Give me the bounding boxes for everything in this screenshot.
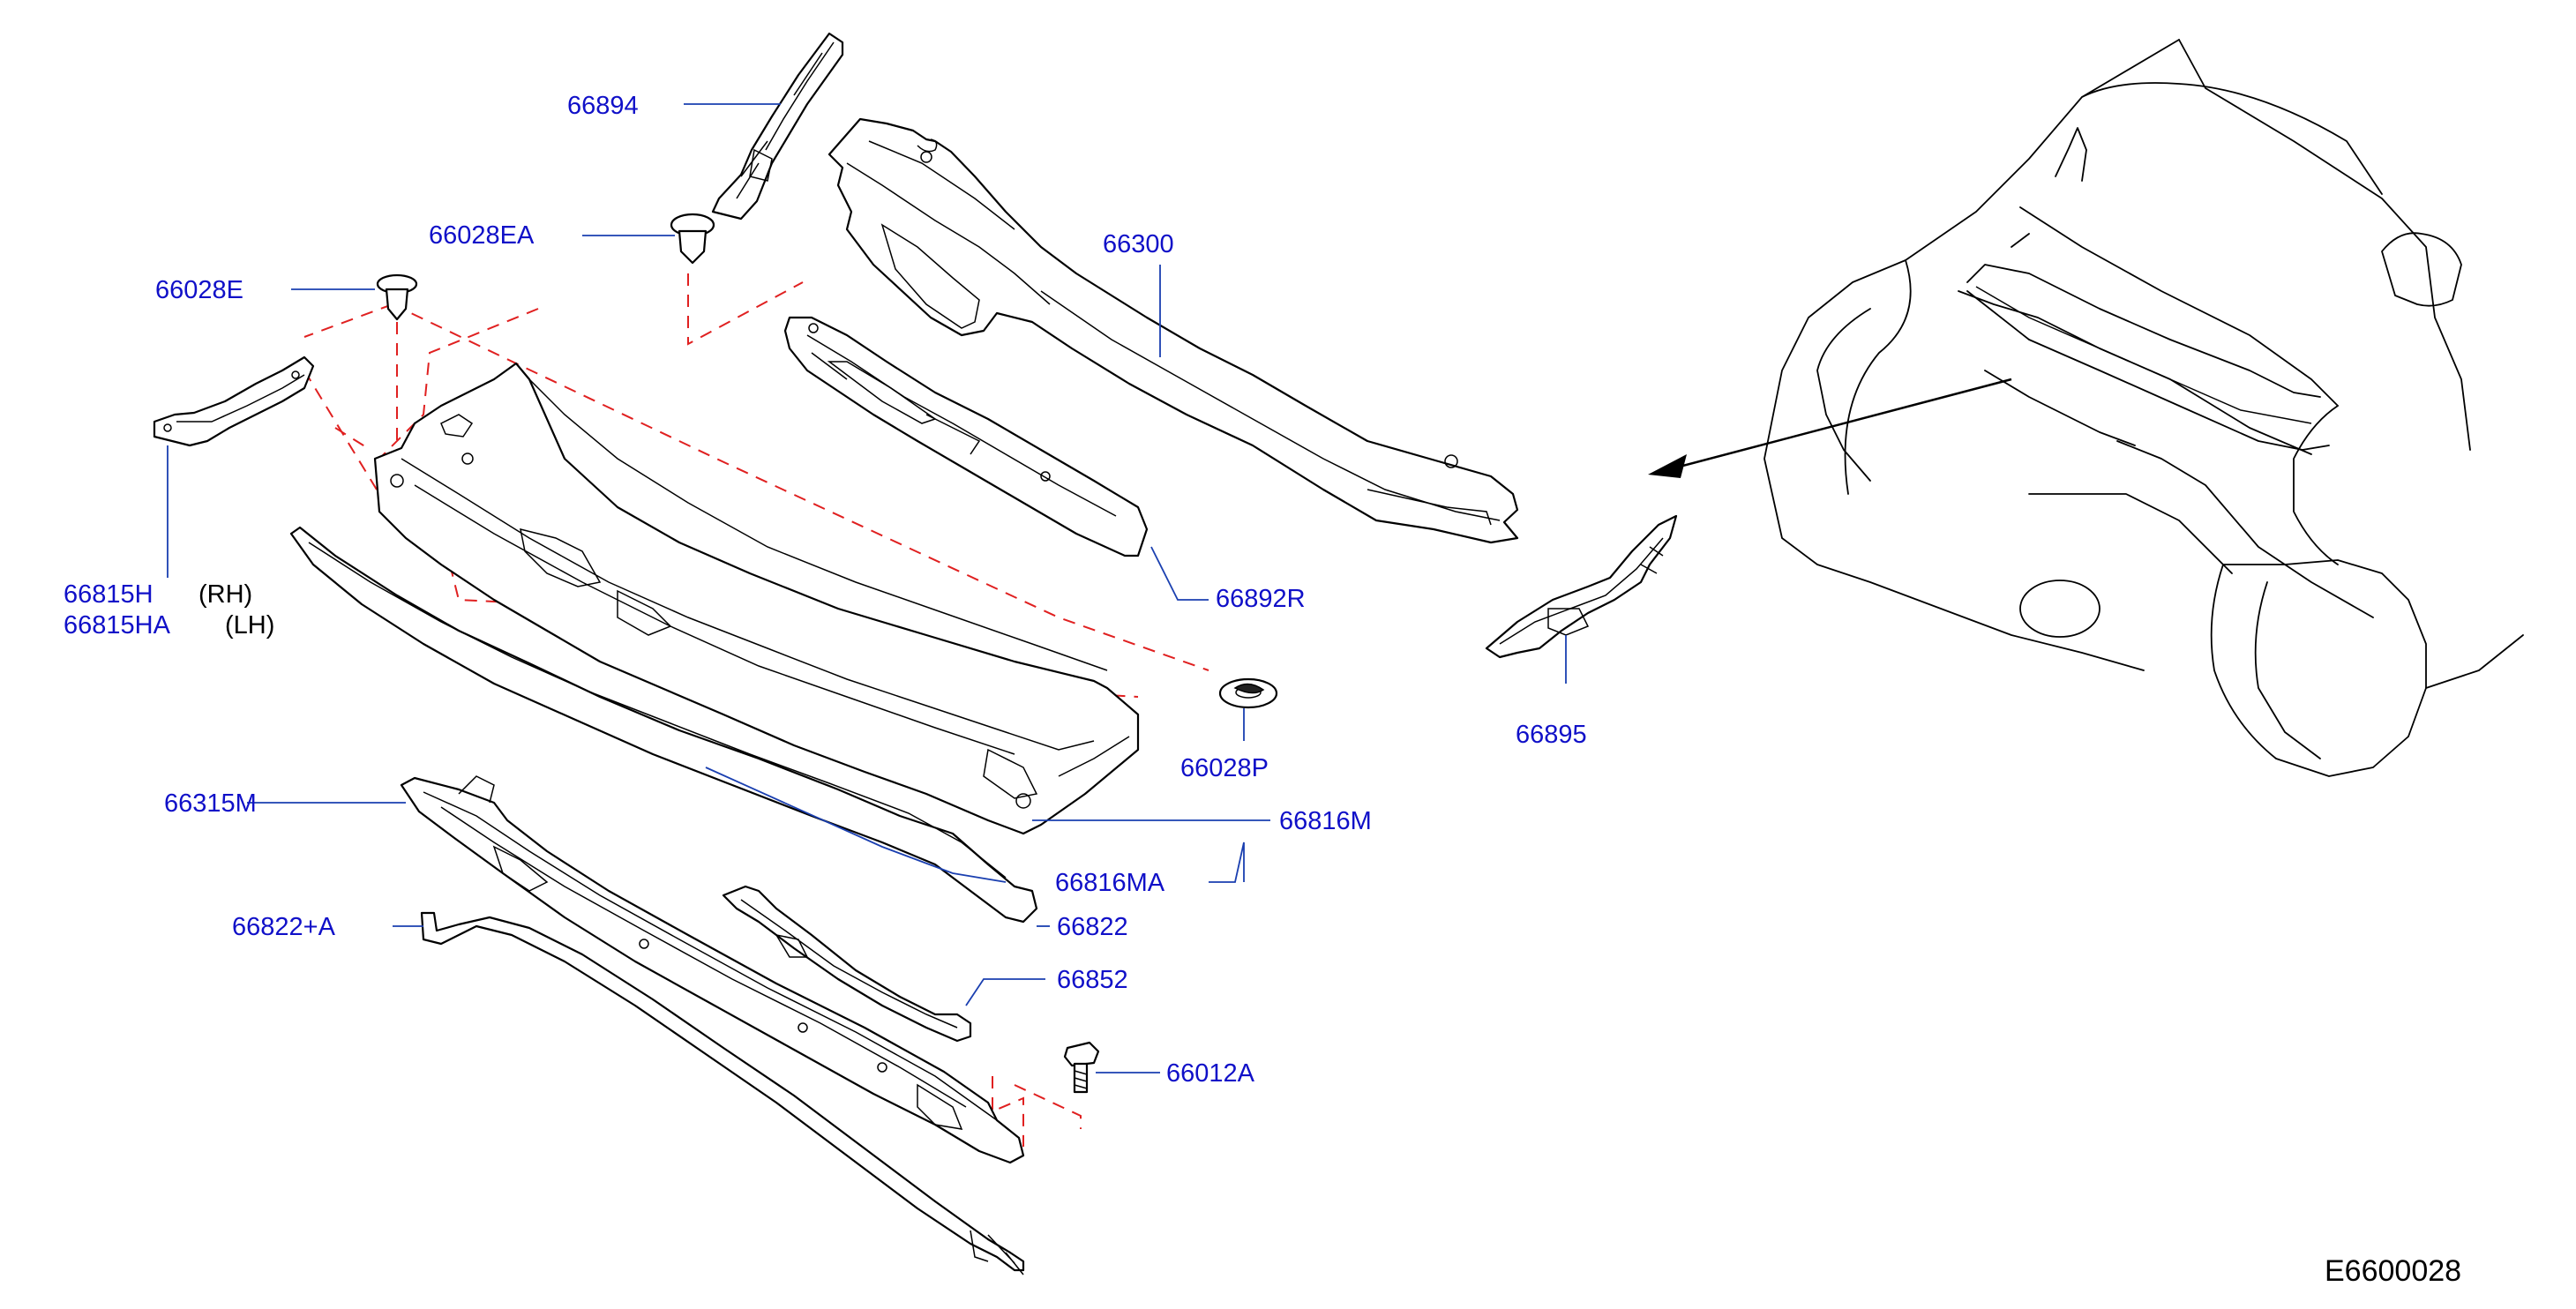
part-66895 [1485, 514, 1678, 659]
label-66894: 66894 [567, 92, 639, 120]
part-labels: 66894 66028EA 66028E 66300 66815H (RH) 6… [64, 92, 2461, 1288]
part-66315M [400, 775, 1025, 1164]
label-66815H-side: (RH) [198, 580, 252, 609]
label-66895: 66895 [1516, 721, 1587, 749]
label-66028P: 66028P [1180, 754, 1269, 782]
part-66028P [1218, 677, 1278, 709]
leader-lines [167, 103, 1567, 1073]
diagram-code: E6600028 [2325, 1254, 2461, 1288]
part-66815H [153, 355, 315, 447]
part-66012A [1063, 1041, 1100, 1094]
part-66822A [420, 911, 1025, 1275]
label-66852: 66852 [1057, 966, 1128, 994]
label-66815H: 66815H [64, 580, 154, 609]
label-66822: 66822 [1057, 913, 1128, 941]
label-66816M: 66816M [1279, 807, 1372, 835]
label-66892R: 66892R [1216, 585, 1306, 613]
part-66300 [827, 117, 1519, 544]
part-66816M [373, 362, 1140, 835]
label-66816MA: 66816MA [1055, 869, 1165, 897]
label-66028E: 66028E [155, 276, 243, 304]
part-66894 [711, 32, 844, 221]
label-66315M: 66315M [164, 789, 257, 818]
label-66012A: 66012A [1166, 1059, 1255, 1088]
part-66852 [722, 885, 972, 1043]
label-66815HA-side: (LH) [225, 611, 274, 640]
part-66892R [783, 316, 1149, 557]
part-66028E [376, 273, 418, 321]
pointer-arrow [1648, 378, 2012, 478]
label-66300: 66300 [1103, 230, 1174, 258]
label-66815HA: 66815HA [64, 611, 171, 640]
part-66822 [289, 526, 1038, 924]
label-66028EA: 66028EA [429, 221, 535, 250]
part-66028EA [670, 213, 715, 265]
car-illustration [1764, 39, 2524, 777]
label-66822A: 66822+A [232, 913, 336, 941]
